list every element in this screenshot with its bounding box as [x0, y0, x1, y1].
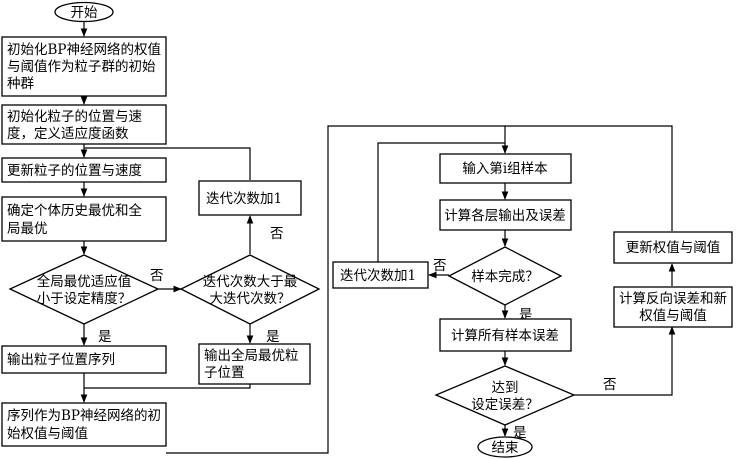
svg-text:与阈值作为粒子群的初始: 与阈值作为粒子群的初始 [7, 58, 156, 75]
svg-text:度，定义适应度函数: 度，定义适应度函数 [7, 125, 129, 142]
sample-done-decision: 样本完成？ [447, 246, 563, 306]
svg-text:迭代次数大于最: 迭代次数大于最 [203, 274, 298, 290]
determine-best-node: 确定个体历史最优和全 局最优 [1, 196, 167, 242]
svg-text:输出全局最优粒: 输出全局最优粒 [204, 347, 299, 364]
init-weights-node: 初始化BP神经网络的权值 与阈值作为粒子群的初始 种群 [1, 36, 167, 97]
reach-error-decision: 达到 设定误差？ [434, 365, 576, 426]
label-iter-yes: 是 [266, 329, 280, 345]
compute-layers-node: 计算各层输出及误差 [439, 199, 572, 231]
compute-reverse-node: 计算反向误差和新 权值与阈值 [613, 286, 733, 328]
svg-text:确定个体历史最优和全: 确定个体历史最优和全 [7, 202, 142, 219]
svg-text:子位置: 子位置 [204, 365, 245, 381]
init-particles-node: 初始化粒子的位置与速 度，定义适应度函数 [1, 104, 167, 145]
label-reach-no: 否 [603, 377, 617, 393]
svg-text:达到: 达到 [492, 380, 519, 396]
iter-add-bp-node: 迭代次数加1 [332, 261, 429, 289]
svg-text:序列作为BP神经网络的初: 序列作为BP神经网络的初 [7, 407, 161, 424]
svg-text:输入第i组样本: 输入第i组样本 [462, 160, 548, 177]
label-fitness-yes: 是 [98, 329, 112, 345]
svg-text:迭代次数加1: 迭代次数加1 [206, 191, 282, 207]
svg-text:初始化BP神经网络的权值: 初始化BP神经网络的权值 [7, 41, 161, 58]
svg-text:样本完成？: 样本完成？ [471, 269, 539, 285]
svg-text:计算反向误差和新: 计算反向误差和新 [619, 291, 727, 307]
edges [80, 20, 676, 454]
sequence-as-init-node: 序列作为BP神经网络的初 始权值与阈值 [1, 402, 167, 447]
svg-text:设定误差？: 设定误差？ [471, 397, 539, 413]
label-iter-no: 否 [270, 226, 284, 242]
edge-labels: 否 是 否 是 否 是 否 是 [98, 226, 617, 441]
svg-text:更新权值与阈值: 更新权值与阈值 [626, 239, 721, 256]
svg-text:小于设定精度？: 小于设定精度？ [37, 291, 132, 307]
edge-bp-iter-loop [377, 142, 505, 262]
label-sample-no: 否 [433, 258, 447, 274]
output-sequence-node: 输出粒子位置序列 [1, 345, 167, 374]
update-weights-node: 更新权值与阈值 [613, 231, 733, 264]
svg-text:输出粒子位置序列: 输出粒子位置序列 [7, 352, 115, 368]
svg-text:种群: 种群 [7, 76, 34, 92]
svg-text:权值与阈值: 权值与阈值 [639, 307, 707, 324]
edge-to-bp-section [166, 125, 509, 454]
svg-text:全局最优适应值: 全局最优适应值 [37, 273, 132, 290]
end-label: 结束 [492, 440, 520, 456]
svg-text:计算各层输出及误差: 计算各层输出及误差 [444, 208, 566, 224]
iter-add-pso-node: 迭代次数加1 [198, 180, 302, 216]
svg-text:始权值与阈值: 始权值与阈值 [7, 425, 88, 442]
edge-update-loop [505, 125, 673, 231]
edge-globalbest-join [84, 384, 251, 389]
svg-text:大迭代次数？: 大迭代次数？ [210, 291, 291, 307]
edge-iteradd-loop [84, 147, 251, 180]
svg-text:局最优: 局最优 [7, 221, 48, 237]
edge-reach-no [574, 326, 676, 396]
fitness-check-decision: 全局最优适应值 小于设定精度？ [8, 254, 160, 325]
svg-text:更新粒子的位置与速度: 更新粒子的位置与速度 [7, 163, 142, 179]
label-fitness-no: 否 [150, 268, 164, 284]
iter-check-decision: 迭代次数大于最 大迭代次数？ [179, 254, 321, 325]
compute-all-error-node: 计算所有样本误差 [439, 318, 572, 352]
output-global-best-node: 输出全局最优粒 子位置 [198, 343, 311, 385]
svg-text:计算所有样本误差: 计算所有样本误差 [451, 328, 559, 344]
update-particles-node: 更新粒子的位置与速度 [1, 157, 167, 183]
end-node: 结束 [477, 436, 533, 458]
input-sample-node: 输入第i组样本 [439, 153, 572, 184]
start-node: 开始 [54, 1, 114, 23]
label-reach-yes: 是 [513, 425, 527, 441]
start-label: 开始 [71, 5, 98, 21]
svg-text:初始化粒子的位置与速: 初始化粒子的位置与速 [7, 108, 142, 125]
svg-text:迭代次数加1: 迭代次数加1 [340, 268, 416, 284]
